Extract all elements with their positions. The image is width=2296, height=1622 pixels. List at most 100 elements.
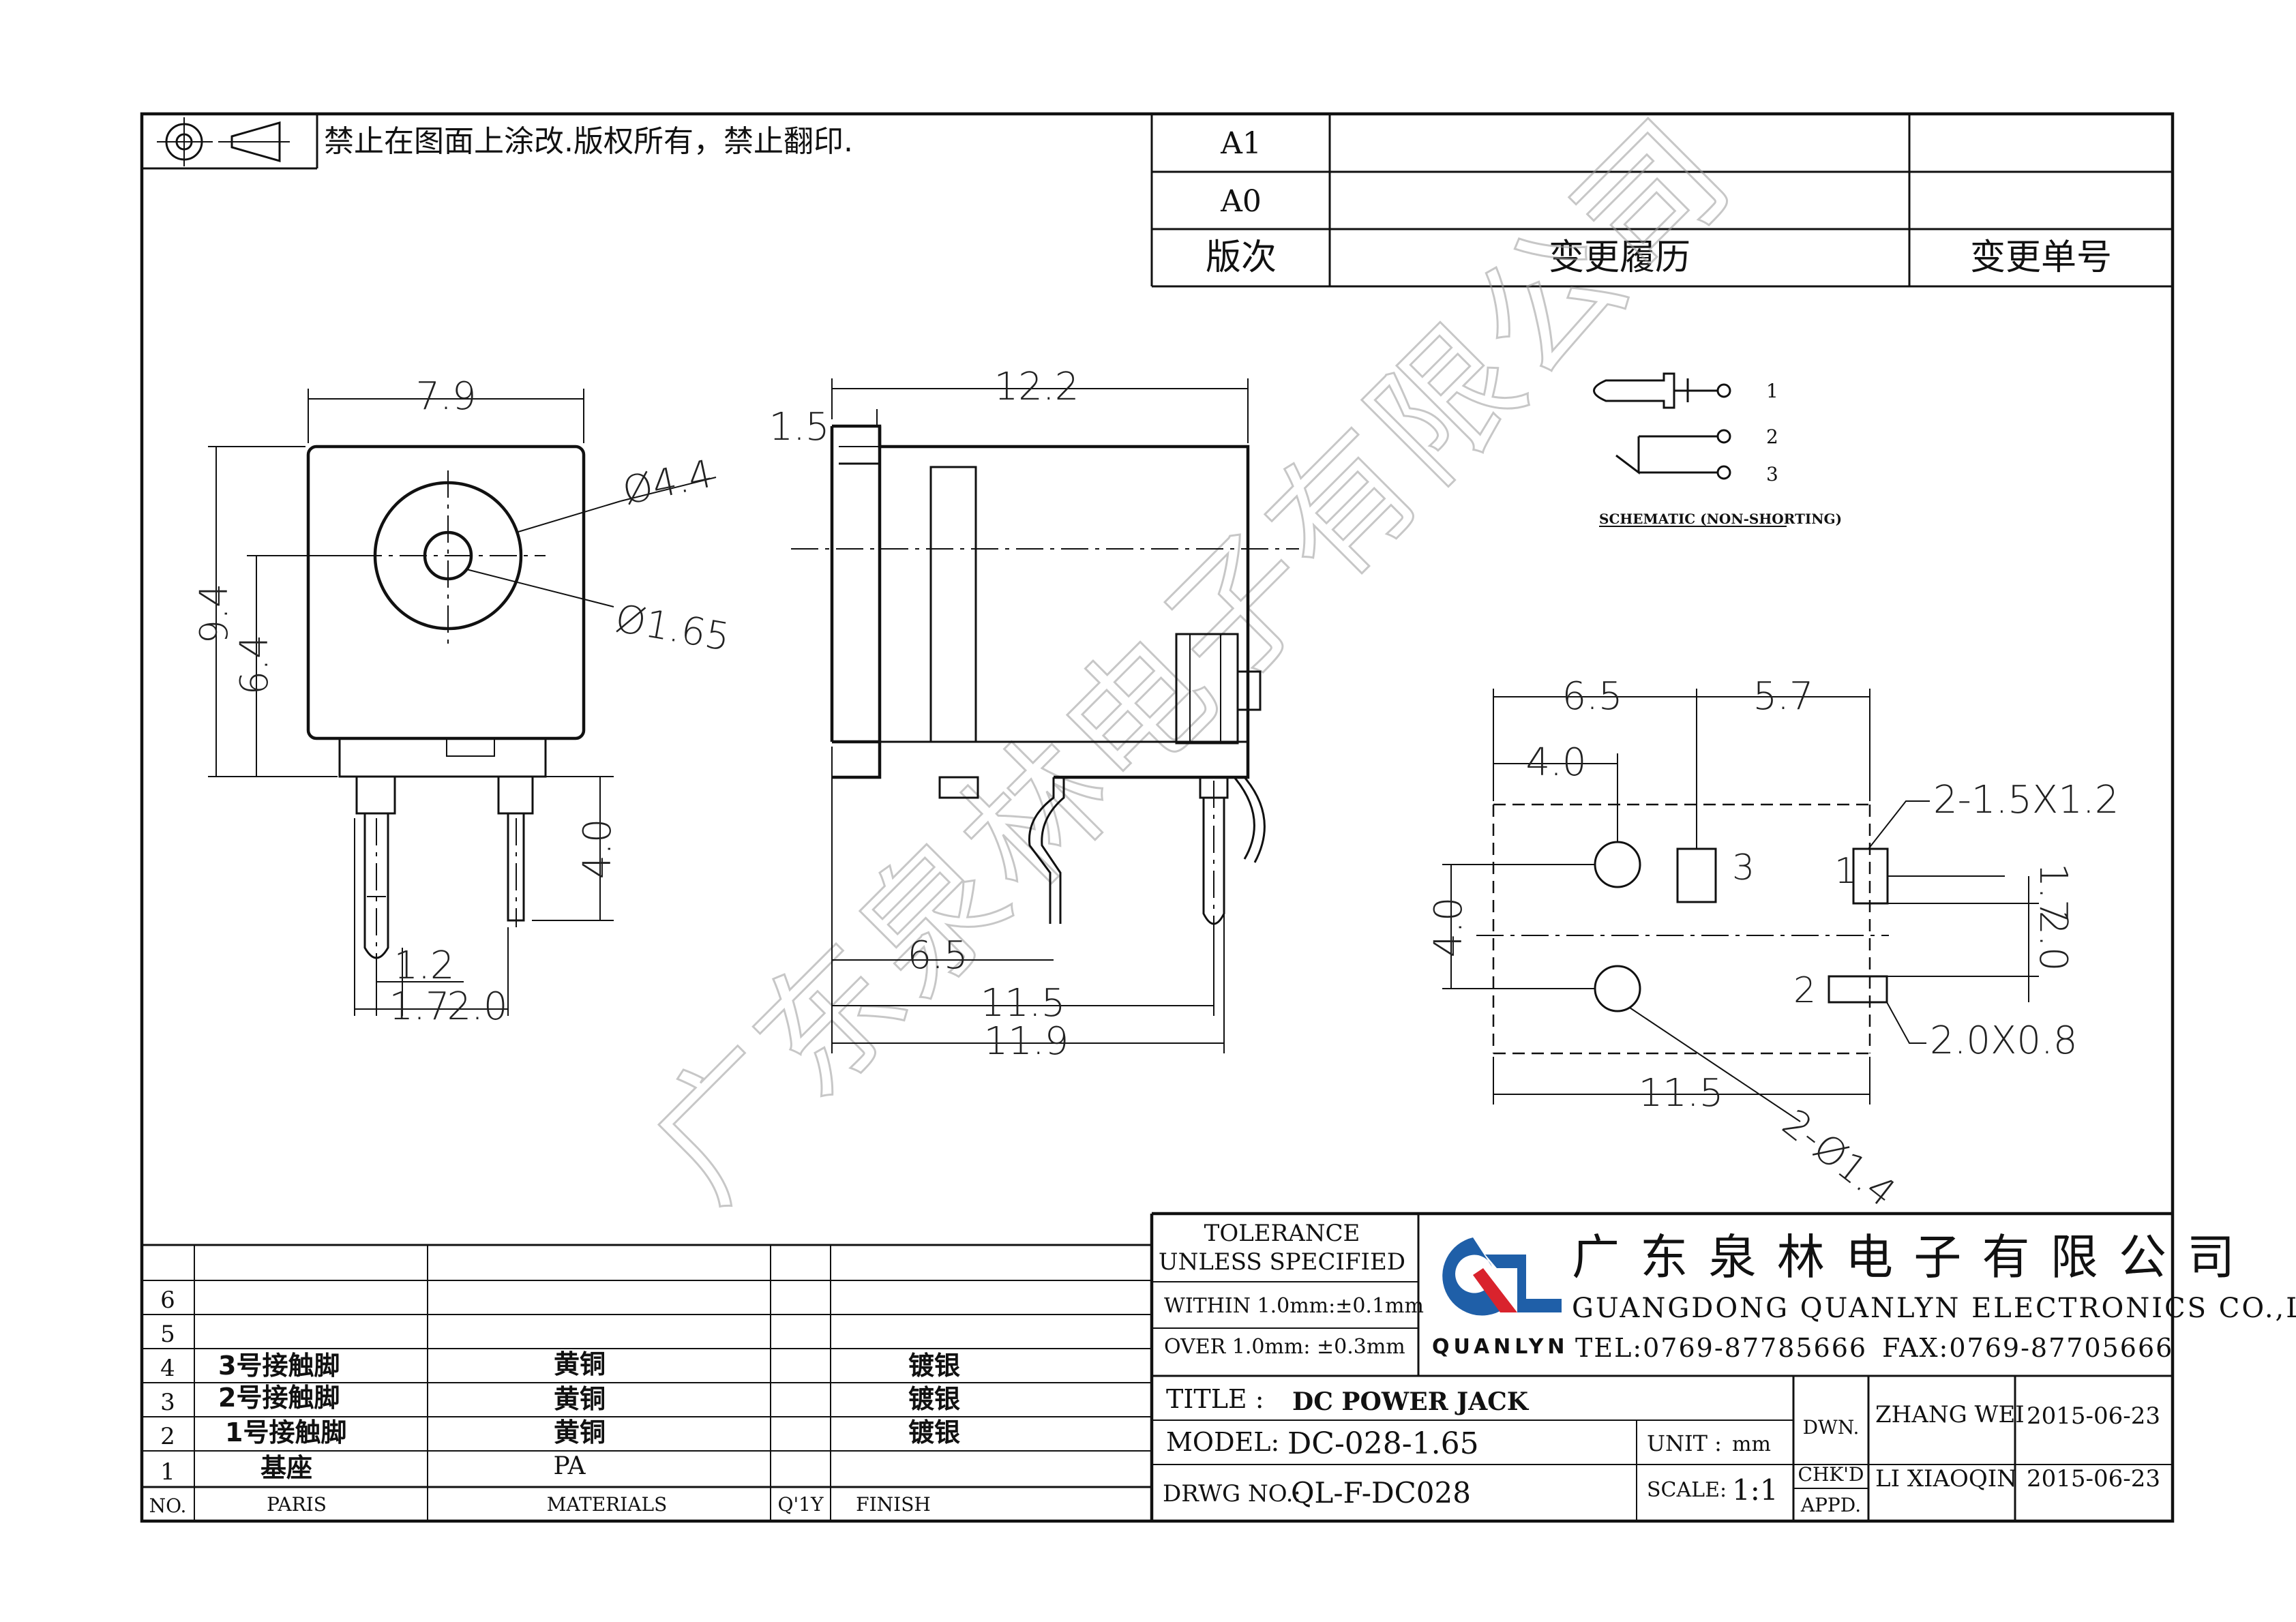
model-value: DC-028-1.65 — [1287, 1426, 1479, 1461]
dim-pin-length: 4.0 — [576, 818, 620, 879]
chk-label: CHK'D — [1798, 1463, 1864, 1486]
dim-footprint-d1: 6.5 — [1562, 674, 1622, 719]
dwn-label: DWN. — [1803, 1416, 1860, 1439]
parts-row-3-material: 黄铜 — [554, 1384, 606, 1414]
schematic: 1 2 3 SCHEMATIC (NON-SHORTING) — [1593, 372, 1842, 527]
dim-outer-diameter: Ø4.4 — [618, 451, 717, 513]
dim-front-height: 9.4 — [192, 583, 237, 644]
company-name-en: GUANGDONG QUANLYN ELECTRONICS CO.,LTD — [1572, 1293, 2296, 1324]
drwg-label: DRWG NO.: — [1163, 1480, 1301, 1507]
date-drawn: 2015-06-23 — [2027, 1402, 2160, 1430]
parts-row-1-no: 1 — [160, 1458, 175, 1486]
watermark: 广东泉林电子有限公司 — [621, 88, 1764, 1231]
scale-label: SCALE: — [1647, 1478, 1727, 1502]
parts-row-2-no: 2 — [160, 1423, 175, 1450]
dim-footprint-d2: 5.7 — [1753, 674, 1813, 719]
company-name-cn: 广 东 泉 林 电 子 有 限 公 司 — [1572, 1229, 2237, 1285]
projection-symbol-icon — [157, 117, 290, 166]
logo-text: QUANLYN — [1432, 1335, 1569, 1359]
dim-inner-diameter: Ø1.65 — [612, 597, 733, 660]
parts-row-4-part: 3号接触脚 — [218, 1351, 340, 1381]
parts-row-1-part: 基座 — [260, 1453, 312, 1483]
date-checked: 2015-06-23 — [2027, 1465, 2160, 1492]
dim-footprint-d3: 4.0 — [1525, 740, 1586, 785]
pad-label-3: 3 — [1732, 847, 1755, 888]
scale-value: 1:1 — [1732, 1473, 1778, 1507]
revision-header-number: 变更单号 — [1970, 237, 2112, 278]
hole-1 — [1594, 841, 1641, 888]
dim-side-length-b: 11.5 — [981, 981, 1066, 1025]
pcb-footprint: 3 1 2 6.5 5.7 4.0 4.0 11.5 2-1.5X1.2 — [1427, 674, 2119, 1216]
appd-label: APPD. — [1800, 1494, 1861, 1516]
title-label: TITLE : — [1166, 1384, 1264, 1414]
quanlyn-logo-icon — [1442, 1237, 1562, 1316]
tolerance-title: TOLERANCE — [1204, 1220, 1360, 1247]
model-label: MODEL: — [1166, 1427, 1279, 1457]
dim-pin-width: 1.2 — [393, 944, 454, 988]
pad-label-2: 2 — [1793, 970, 1816, 1011]
projection-notice: 禁止在图面上涂改.版权所有，禁止翻印. — [142, 114, 853, 170]
parts-header-parts: PARIS — [267, 1493, 327, 1516]
unit-value: mm — [1732, 1432, 1771, 1456]
dim-holes: 2-Ø1.4 — [1774, 1101, 1903, 1216]
hole-2 — [1594, 965, 1641, 1012]
pad-2 — [1828, 975, 1888, 1004]
title-block: TOLERANCE UNLESS SPECIFIED WITHIN 1.0mm:… — [1150, 1212, 2296, 1521]
sheet-border — [140, 112, 2175, 1523]
front-view: 7.9 9.4 6.4 Ø4.4 Ø1.65 4.0 1.2 — [192, 374, 733, 1029]
tolerance-over: OVER 1.0mm: ±0.3mm — [1164, 1335, 1405, 1359]
parts-row-2-material: 黄铜 — [554, 1417, 606, 1447]
schematic-pin-1: 1 — [1766, 380, 1778, 402]
company-fax: FAX:0769-87705666 — [1882, 1333, 2173, 1363]
tolerance-subtitle: UNLESS SPECIFIED — [1159, 1248, 1405, 1276]
checked-by: LI XIAOQIN — [1875, 1465, 2017, 1492]
unit-label: UNIT : — [1647, 1430, 1722, 1456]
parts-row-5-no: 5 — [160, 1321, 175, 1348]
parts-row-4-finish: 镀银 — [908, 1351, 960, 1381]
dim-front-width: 7.9 — [415, 374, 476, 419]
title-value: DC POWER JACK — [1292, 1387, 1530, 1416]
parts-row-2-part: 1号接触脚 — [225, 1417, 346, 1447]
revision-header-rev: 版次 — [1206, 237, 1277, 278]
dim-side-length-c: 11.9 — [984, 1019, 1069, 1064]
parts-row-6-no: 6 — [160, 1287, 175, 1314]
dim-footprint-d4: 4.0 — [1427, 897, 1471, 957]
dim-slot-2: 2.0X0.8 — [1930, 1019, 2077, 1063]
schematic-pin-2: 2 — [1766, 425, 1778, 448]
dim-pin-offset-1: 1.7 — [389, 985, 449, 1029]
plug-icon — [1593, 372, 1675, 409]
dim-footprint-d5: 11.5 — [1639, 1071, 1724, 1115]
dim-front-center-height: 6.4 — [233, 634, 277, 695]
revision-a1: A1 — [1220, 126, 1262, 161]
parts-row-4-material: 黄铜 — [554, 1349, 606, 1379]
pad-1 — [1852, 847, 1889, 905]
schematic-label: SCHEMATIC (NON-SHORTING) — [1599, 511, 1842, 527]
parts-header-finish: FINISH — [856, 1493, 931, 1516]
dim-side-pin-position: 6.5 — [907, 933, 968, 978]
copyright-notice: 禁止在图面上涂改.版权所有，禁止翻印. — [324, 124, 853, 159]
parts-row-3-part: 2号接触脚 — [218, 1383, 340, 1413]
dim-footprint-d6: 2.0 — [2031, 910, 2075, 971]
parts-row-3-finish: 镀银 — [908, 1384, 960, 1414]
dim-side-lip: 1.5 — [769, 405, 829, 449]
drawn-by: ZHANG WEI — [1875, 1401, 2025, 1428]
parts-header-no: NO. — [149, 1495, 187, 1517]
dim-footprint-d7: 1.7 — [2031, 862, 2075, 923]
drwg-value: QL-F-DC028 — [1291, 1476, 1471, 1510]
tolerance-within: WITHIN 1.0mm:±0.1mm — [1164, 1294, 1424, 1318]
dim-slot-1: 2-1.5X1.2 — [1933, 778, 2119, 822]
parts-header-materials: MATERIALS — [547, 1493, 668, 1516]
dim-pin-offset-2: 2.0 — [447, 985, 507, 1029]
parts-row-3-no: 3 — [160, 1389, 175, 1416]
revision-table: A1 A0 版次 变更履历 变更单号 — [1150, 114, 2173, 288]
pad-3 — [1676, 847, 1717, 903]
parts-row-1-material: PA — [554, 1452, 586, 1480]
front-body — [306, 445, 586, 740]
schematic-pin-3: 3 — [1766, 463, 1778, 485]
revision-header-history: 变更履历 — [1549, 237, 1690, 278]
side-view: 12.2 1.5 6.5 11.5 11.9 — [769, 365, 1299, 1064]
parts-row-4-no: 4 — [160, 1355, 175, 1382]
revision-a0: A0 — [1220, 184, 1262, 219]
parts-row-2-finish: 镀银 — [908, 1417, 960, 1447]
